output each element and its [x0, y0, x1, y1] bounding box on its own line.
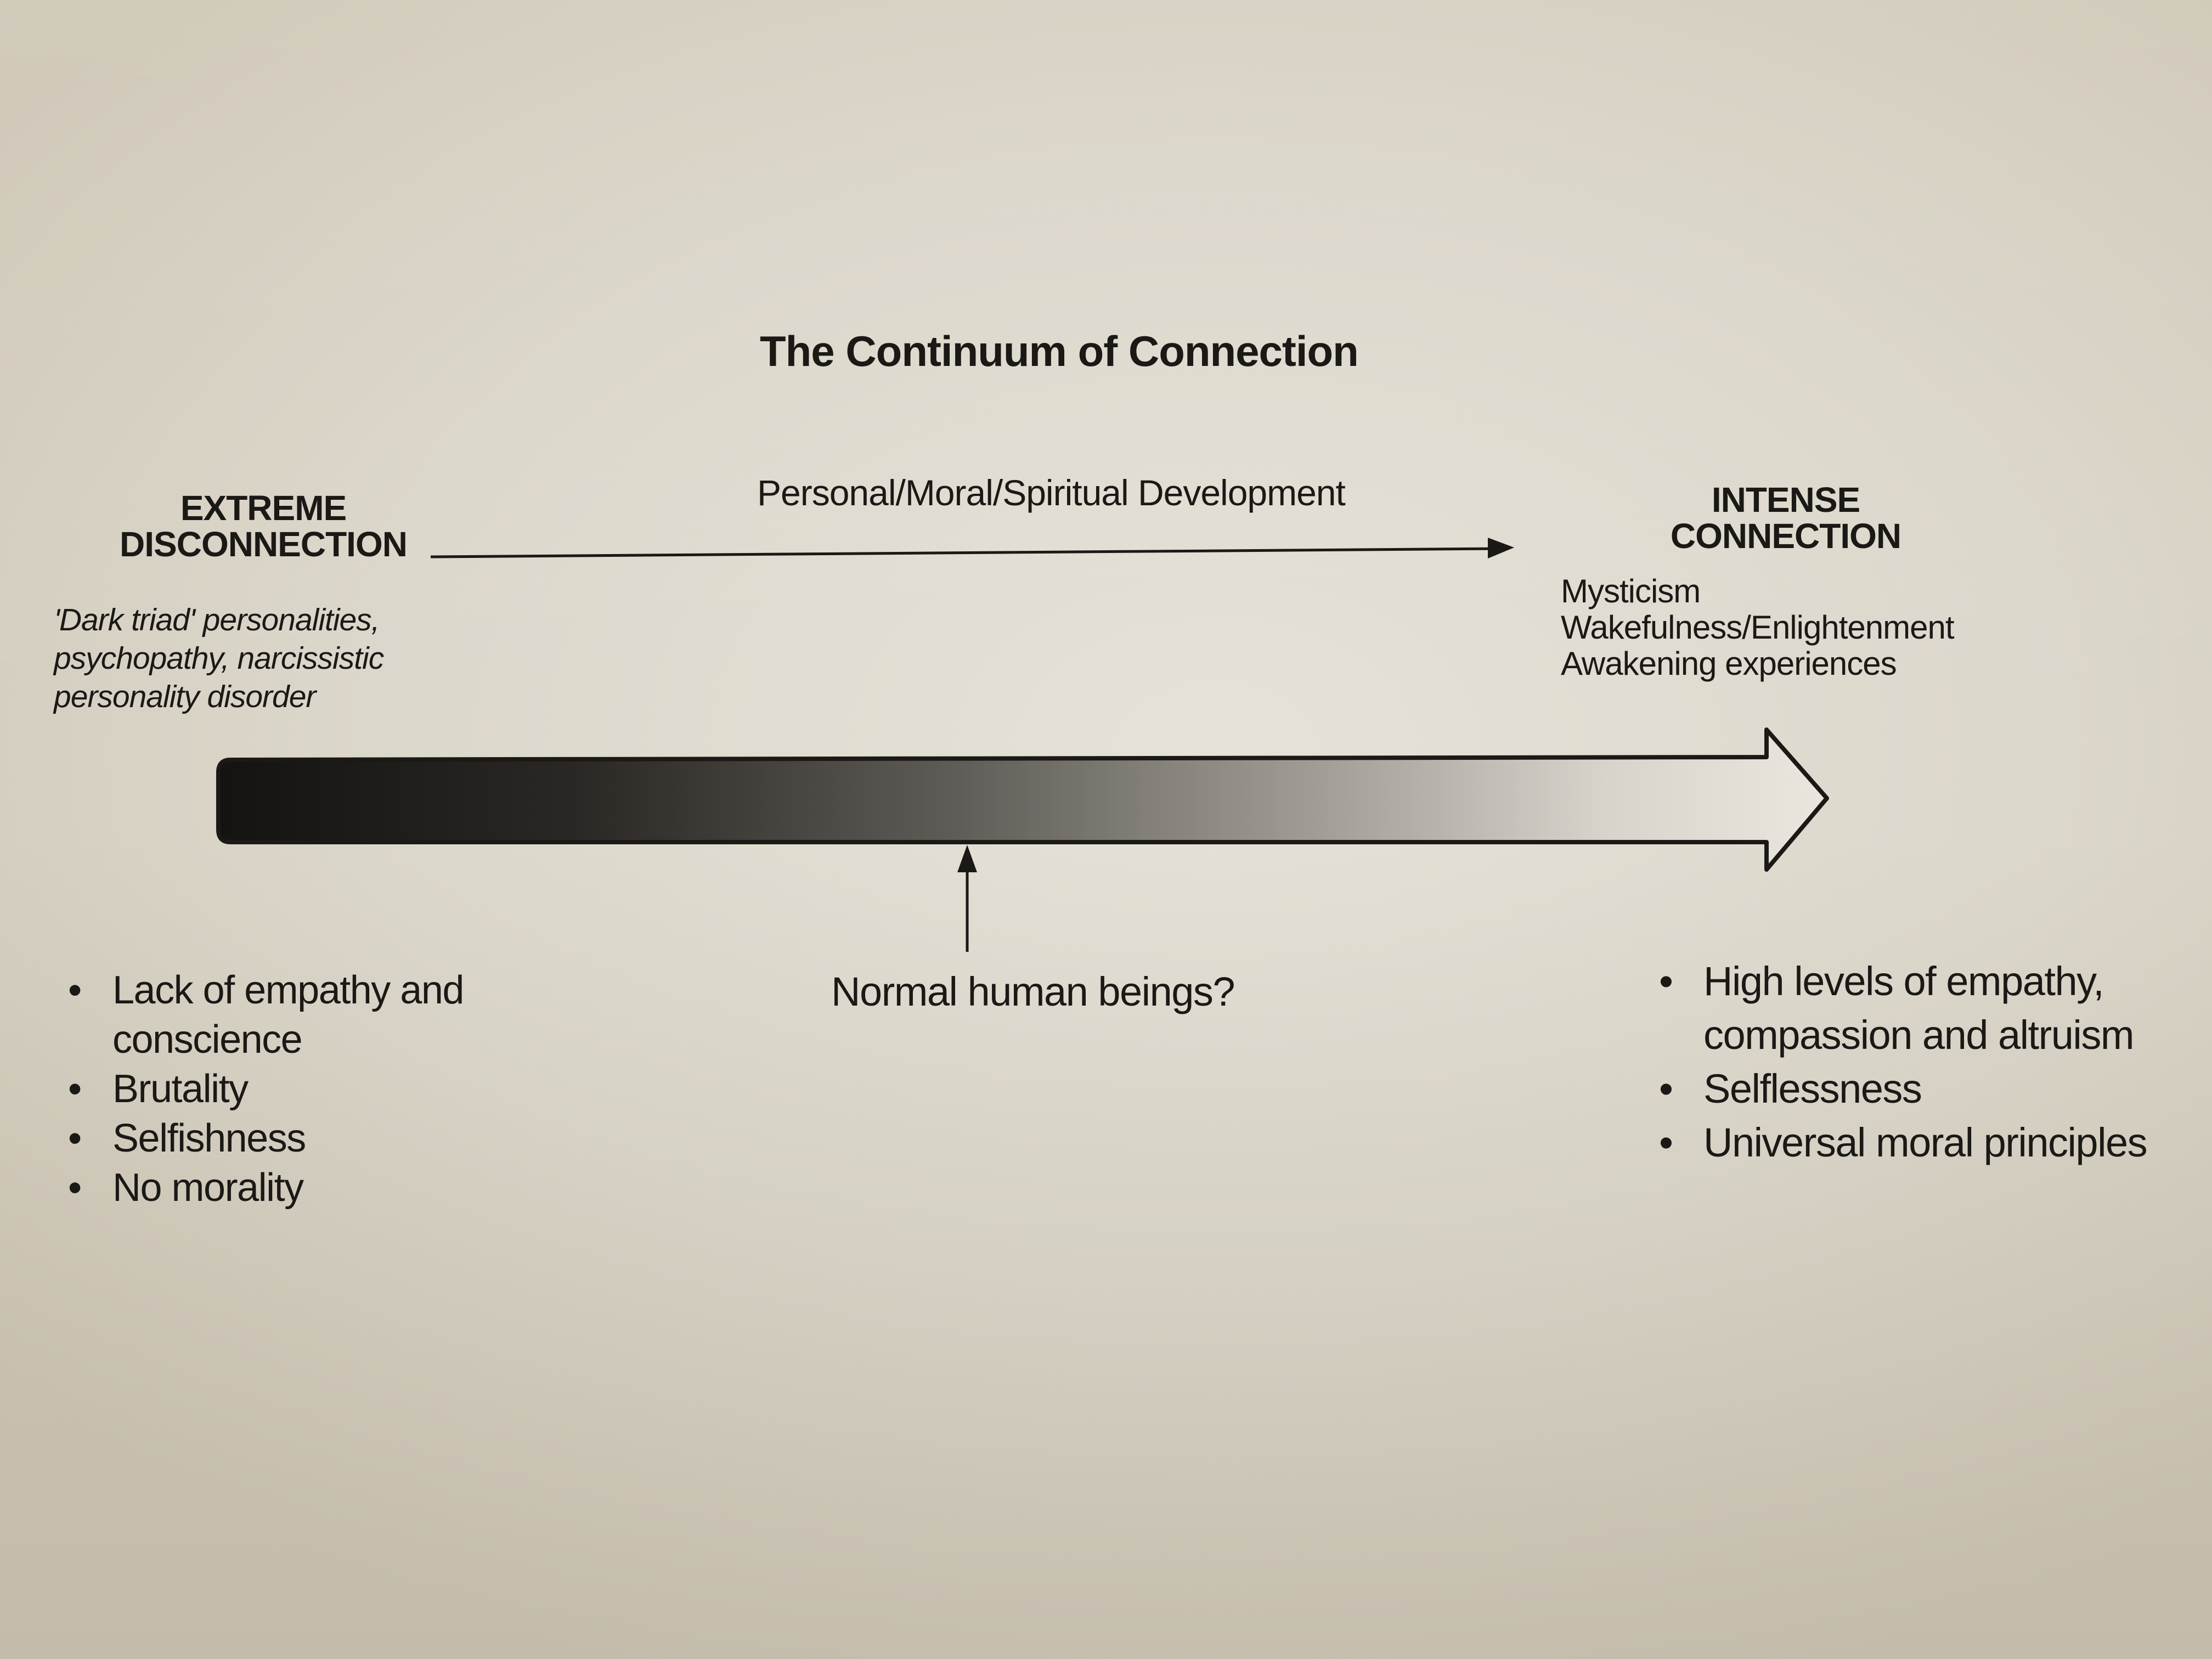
- connection-examples: Mysticism Wakefulness/Enlightenment Awak…: [1561, 573, 1955, 682]
- list-item: No morality: [60, 1163, 554, 1212]
- intense-connection-heading: INTENSE CONNECTION: [1649, 482, 1923, 554]
- trait-text: Selflessness: [1703, 1066, 1922, 1111]
- development-arrow-line: [430, 547, 1504, 558]
- development-label: Personal/Moral/Spiritual Development: [757, 472, 1346, 513]
- right-heading-line2: CONNECTION: [1670, 516, 1901, 556]
- right-heading-line1: INTENSE: [1711, 480, 1860, 520]
- list-item: Selfishness: [60, 1114, 554, 1163]
- extreme-disconnection-heading: EXTREME DISCONNECTION: [115, 490, 411, 562]
- trait-text: No morality: [112, 1166, 304, 1210]
- development-arrowhead: [1488, 538, 1514, 558]
- left-example-line: 'Dark triad' personalities,: [54, 602, 380, 637]
- left-example-line: personality disorder: [54, 679, 316, 714]
- left-heading-line2: DISCONNECTION: [120, 524, 408, 564]
- trait-text: Universal moral principles: [1703, 1120, 2148, 1165]
- disconnection-traits-list: Lack of empathy and conscience Brutality…: [60, 966, 554, 1212]
- trait-text: conscience: [112, 1018, 303, 1062]
- diagram-title: The Continuum of Connection: [760, 327, 1359, 375]
- trait-text: Selfishness: [112, 1116, 306, 1160]
- list-item: Universal moral principles: [1651, 1116, 2189, 1170]
- list-item: Lack of empathy and conscience: [60, 966, 554, 1064]
- list-item: Brutality: [60, 1064, 554, 1114]
- right-example-line: Wakefulness/Enlightenment: [1561, 609, 1955, 646]
- trait-text: High levels of empathy,: [1703, 958, 2104, 1004]
- list-item: High levels of empathy, compassion and a…: [1651, 955, 2189, 1062]
- disconnection-examples: 'Dark triad' personalities, psychopathy,…: [54, 601, 384, 716]
- right-example-line: Awakening experiences: [1561, 645, 1897, 682]
- trait-text: Brutality: [112, 1067, 249, 1111]
- connection-traits-list: High levels of empathy, compassion and a…: [1651, 955, 2189, 1170]
- left-heading-line1: EXTREME: [180, 488, 347, 528]
- list-item: Selflessness: [1651, 1062, 2189, 1116]
- trait-text: Lack of empathy and: [112, 968, 464, 1012]
- continuum-arrow: [216, 727, 1829, 872]
- trait-text: compassion and altruism: [1703, 1012, 2134, 1058]
- left-example-line: psychopathy, narcissistic: [54, 641, 384, 676]
- normal-pointer-arrowhead: [957, 845, 977, 872]
- normal-human-beings-label: Normal human beings?: [831, 969, 1235, 1014]
- right-example-line: Mysticism: [1561, 573, 1701, 610]
